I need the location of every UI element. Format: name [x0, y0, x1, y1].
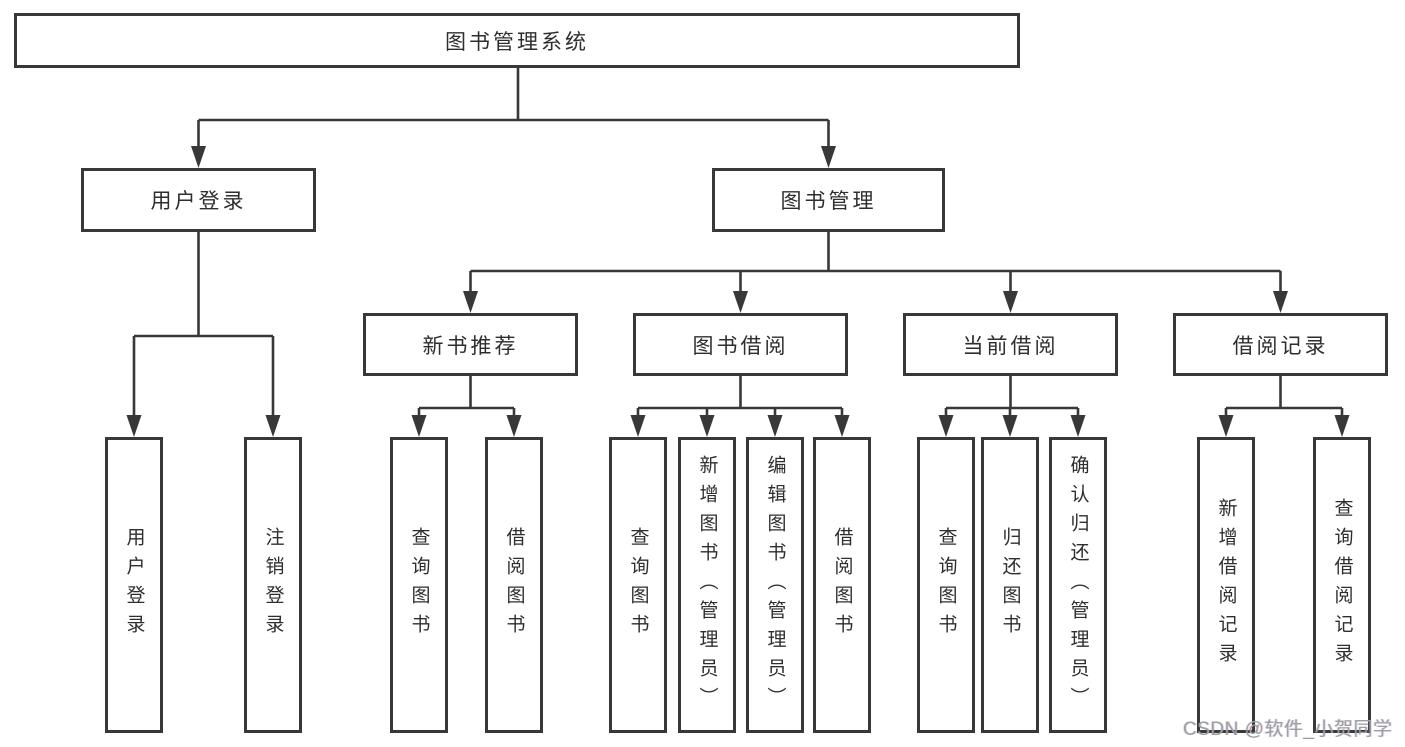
leaf-borrow-books: 借阅图书 [813, 437, 871, 733]
edge-bookborrow-to-leaves [636, 376, 844, 419]
node-book-borrow: 图书借阅 [633, 313, 848, 376]
node-library-management-system: 图书管理系统 [14, 13, 1020, 68]
edge-root-to-level2 [197, 68, 830, 150]
leaf-confirm-return-admin: 确认归还（管理员） [1049, 437, 1107, 733]
leaf-logout: 注销登录 [244, 437, 302, 733]
edge-currentborrow-to-leaves [944, 376, 1080, 419]
edge-bookmgmt-to-level3 [469, 232, 1282, 295]
edge-newbook-to-leaves [417, 376, 516, 419]
node-user-login: 用户登录 [81, 168, 316, 232]
leaf-add-book-admin: 新增图书（管理员） [678, 437, 736, 733]
node-current-borrow: 当前借阅 [903, 313, 1118, 376]
leaf-query-books-current: 查询图书 [917, 437, 975, 733]
node-new-book-recommend: 新书推荐 [363, 313, 578, 376]
edge-userlogin-to-leaves [132, 232, 275, 419]
leaf-borrow-books-recommend: 借阅图书 [485, 437, 543, 733]
leaf-edit-book-admin: 编辑图书（管理员） [746, 437, 804, 733]
leaf-query-books-borrow: 查询图书 [609, 437, 667, 733]
leaf-user-login: 用户登录 [105, 437, 163, 733]
csdn-watermark: CSDN @软件_小贺同学 [1183, 719, 1393, 740]
node-borrow-records: 借阅记录 [1173, 313, 1388, 376]
leaf-query-borrow-record: 查询借阅记录 [1313, 437, 1371, 733]
leaf-query-books-recommend: 查询图书 [390, 437, 448, 733]
edge-borrowrecord-to-leaves [1224, 376, 1344, 419]
leaf-add-borrow-record: 新增借阅记录 [1197, 437, 1255, 733]
leaf-return-book: 归还图书 [981, 437, 1039, 733]
node-book-management: 图书管理 [712, 168, 945, 232]
